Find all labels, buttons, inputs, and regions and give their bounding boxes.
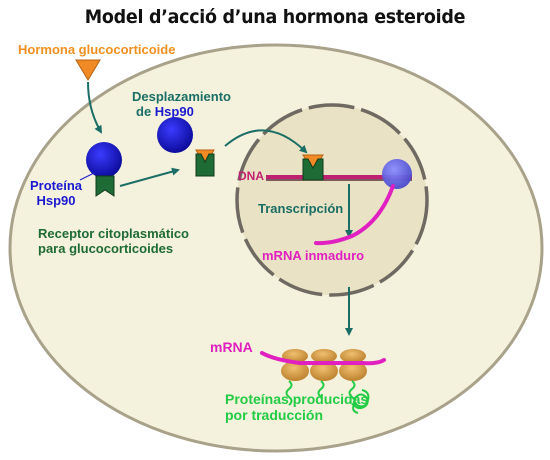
dna-bound-receptor bbox=[302, 158, 324, 181]
protein-pointer-line bbox=[79, 171, 97, 181]
protein-label: Proteína Hsp90 bbox=[30, 178, 82, 208]
proteins-label-line2: por traducción bbox=[225, 407, 324, 423]
arrow-displacement-to-dna bbox=[224, 129, 308, 154]
mrna-label: mRNA bbox=[210, 339, 253, 355]
nascent-protein-1 bbox=[285, 380, 293, 406]
protein-label-line2: Hsp90 bbox=[36, 193, 76, 208]
arrow-hormone-to-receptor bbox=[87, 81, 103, 134]
proteins-label-line1: Proteínas producidas bbox=[225, 391, 369, 407]
nascent-protein-2 bbox=[317, 380, 325, 398]
displacement-label-line1: Desplazamiento bbox=[132, 89, 231, 104]
cytoplasmic-mrna-strand bbox=[260, 351, 386, 366]
displaced-hsp90-sphere bbox=[157, 117, 193, 153]
receptor-label: Receptor citoplasmático para glucocortic… bbox=[38, 226, 189, 256]
transcription-label: Transcripción bbox=[258, 201, 344, 216]
hormone-label: Hormona glucocorticoide bbox=[18, 42, 176, 57]
displacement-label: Desplazamiento de Hsp90 bbox=[132, 89, 231, 119]
nuclear-envelope bbox=[235, 103, 429, 297]
rna-polymerase bbox=[382, 159, 412, 189]
receptor-label-line1: Receptor citoplasmático bbox=[38, 226, 189, 241]
ribosome-3-large bbox=[339, 361, 367, 381]
protein-label-line1: Proteína bbox=[30, 178, 83, 193]
receptor-cytoplasmic bbox=[95, 175, 115, 197]
displacement-label-line2: de Hsp90 bbox=[132, 104, 231, 119]
immature-mrna-strand bbox=[314, 184, 395, 246]
arrow-receptor-to-displacement bbox=[119, 167, 180, 187]
dna-label: DNA bbox=[238, 169, 264, 183]
ribosome-3-small bbox=[340, 349, 366, 363]
displacement-hsp90-text: Hsp90 bbox=[154, 104, 194, 119]
folded-protein bbox=[352, 389, 370, 414]
receptor-bound bbox=[195, 153, 215, 177]
nucleus bbox=[237, 105, 427, 295]
page-title: Model d’acció d’una hormona esteroide bbox=[84, 6, 466, 28]
immature-mrna-label: mRNA inmaduro bbox=[262, 248, 365, 263]
ribosome-2-small bbox=[311, 349, 337, 363]
proteins-label: Proteínas producidas por traducción bbox=[225, 391, 368, 423]
receptor-label-line2: para glucocorticoides bbox=[38, 241, 174, 256]
hsp90-sphere bbox=[86, 142, 122, 178]
displacement-de-text: de bbox=[136, 104, 155, 119]
ribosome-2-large bbox=[310, 361, 338, 381]
ribosome-1-large bbox=[281, 361, 309, 381]
hormone-triangle bbox=[75, 59, 101, 81]
